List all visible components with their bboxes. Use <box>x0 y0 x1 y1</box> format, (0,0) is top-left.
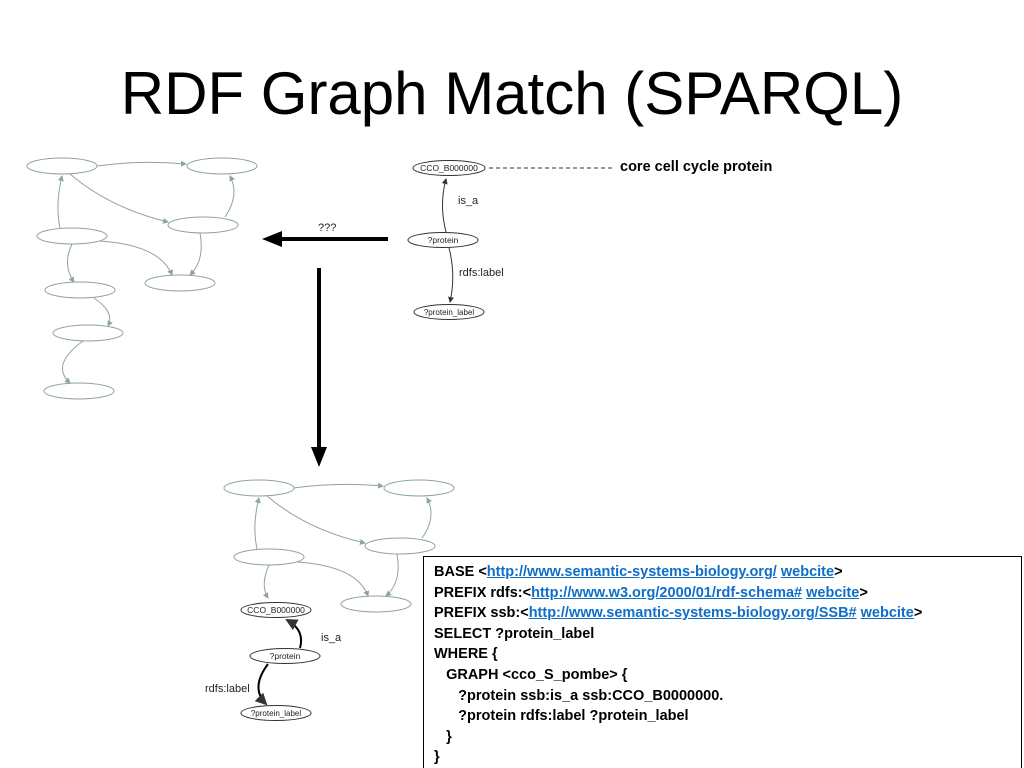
graph-edge <box>57 175 64 229</box>
edge-rdfs-label <box>254 663 269 706</box>
node-protein-label: ?protein <box>428 235 459 245</box>
sparql-query-box: BASE <http://www.semantic-systems-biolog… <box>423 556 1022 768</box>
graph-node <box>26 157 98 175</box>
graph-edge <box>99 240 173 276</box>
graph-edge <box>67 243 75 283</box>
edge-is-a-label: is_a <box>321 632 342 644</box>
graph-node <box>144 274 216 292</box>
edge-is-a <box>441 178 448 233</box>
graph-edge <box>189 232 202 276</box>
matched-pattern: CCO_B000000 ?protein ?protein_label is_a… <box>205 602 342 721</box>
edge-rdfs-label-label: rdfs:label <box>205 683 250 695</box>
query-line-triple-2: ?protein rdfs:label ?protein_label <box>434 708 689 725</box>
base-webcite-link[interactable]: webcite <box>780 564 835 580</box>
graph-edge <box>385 553 399 597</box>
query-line-triple-1: ?protein ssb:is_a ssb:CCO_B0000000. <box>434 687 724 704</box>
match-label: ??? <box>318 222 336 234</box>
graph-node <box>340 595 412 613</box>
query-line-close-inner: } <box>434 728 452 745</box>
node-cco-class-label: CCO_B000000 <box>247 605 305 615</box>
edge-rdfs-label <box>448 247 455 303</box>
node-cco-class <box>240 602 312 618</box>
rdf-data-graph <box>26 157 258 400</box>
graph-node <box>223 479 295 497</box>
rdfs-url-link[interactable]: http://www.w3.org/2000/01/rdf-schema# <box>531 584 803 601</box>
base-url-link[interactable]: http://www.semantic-systems-biology.org/ <box>486 564 777 580</box>
query-line-close-outer: } <box>434 749 440 766</box>
graph-node <box>186 157 258 175</box>
node-protein <box>249 648 321 664</box>
match-arrow-left <box>262 231 388 247</box>
graph-node <box>364 537 436 555</box>
match-arrow-down <box>311 268 327 467</box>
matched-graph <box>223 479 455 613</box>
graph-edge <box>266 495 366 545</box>
query-pattern: CCO_B000000 core cell cycle protein ?pro… <box>407 159 772 320</box>
graph-edge <box>254 497 261 550</box>
query-line-where: WHERE { <box>434 646 498 663</box>
node-protein-label-var-label: ?protein_label <box>424 308 474 317</box>
node-cco-class-label: CCO_B000000 <box>420 163 478 173</box>
graph-edge <box>262 564 270 599</box>
graph-node <box>167 216 239 234</box>
graph-edge <box>296 561 370 597</box>
query-line-base: BASE <http://www.semantic-systems-biolog… <box>434 564 843 580</box>
edge-is-a-label: is_a <box>458 195 479 207</box>
node-protein-label-var <box>240 705 312 721</box>
rdfs-webcite-link[interactable]: webcite <box>806 584 860 601</box>
graph-edge <box>224 175 235 218</box>
query-line-ssb: PREFIX ssb:<http://www.semantic-systems-… <box>434 605 923 622</box>
graph-edge <box>293 482 384 489</box>
graph-edge <box>93 297 113 327</box>
graph-edge <box>421 497 432 539</box>
graph-node <box>36 227 108 245</box>
query-line-select: SELECT ?protein_label <box>434 625 595 642</box>
edge-rdfs-label-label: rdfs:label <box>459 267 504 279</box>
node-protein-label-var <box>413 304 485 320</box>
node-protein-label-var-label: ?protein_label <box>251 709 301 718</box>
annotation-text: core cell cycle protein <box>620 159 772 175</box>
query-line-graph: GRAPH <cco_S_pombe> { <box>434 666 628 683</box>
graph-edge <box>69 173 169 224</box>
node-protein-label: ?protein <box>270 651 301 661</box>
edge-is-a <box>285 619 303 649</box>
query-line-rdfs: PREFIX rdfs:<http://www.w3.org/2000/01/r… <box>434 584 868 601</box>
node-cco-class <box>412 160 486 176</box>
graph-edge <box>96 160 187 167</box>
graph-node <box>52 324 124 342</box>
ssb-url-link[interactable]: http://www.semantic-systems-biology.org/… <box>528 605 857 622</box>
graph-edge <box>61 340 84 384</box>
node-protein <box>407 232 479 248</box>
slide-title: RDF Graph Match (SPARQL) <box>120 60 904 127</box>
graph-node <box>233 548 305 566</box>
graph-node <box>43 382 115 400</box>
graph-node <box>383 479 455 497</box>
graph-node <box>44 281 116 299</box>
ssb-webcite-link[interactable]: webcite <box>860 605 914 622</box>
